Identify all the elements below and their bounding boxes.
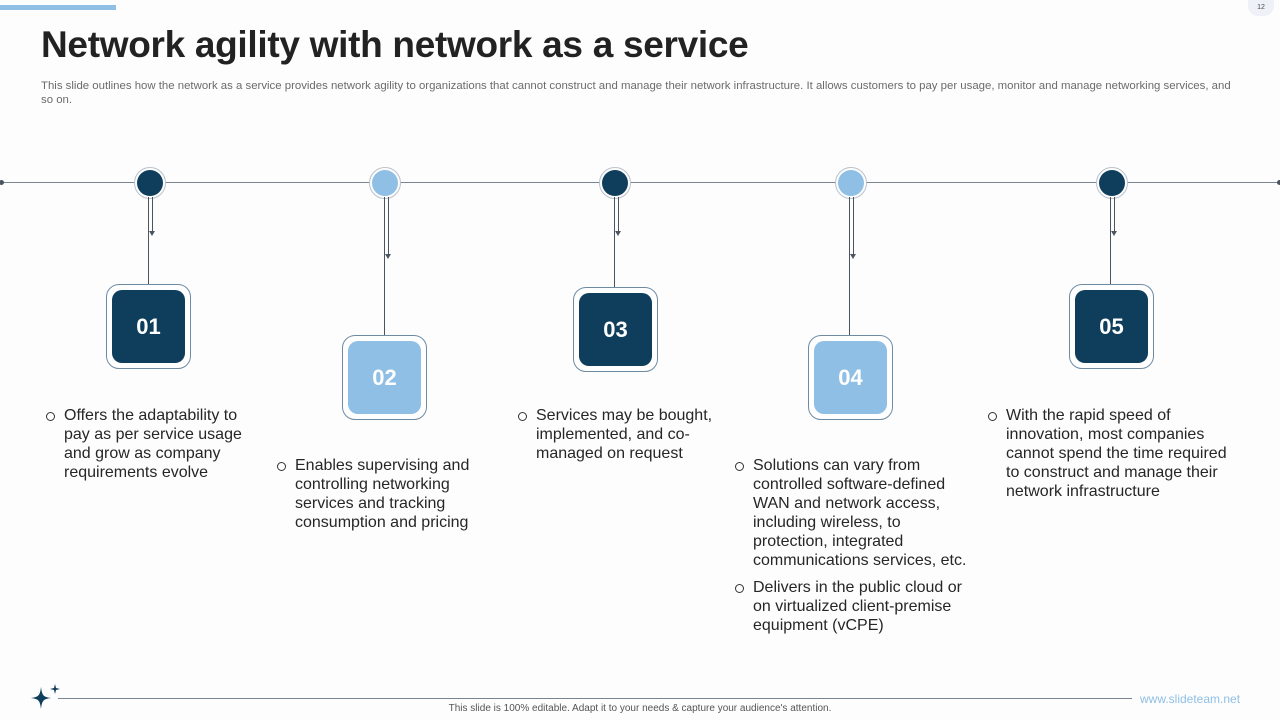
timeline-stem: [148, 197, 149, 284]
step-2-badge: 02: [342, 335, 427, 420]
list-item: Enables supervising and controlling netw…: [276, 456, 491, 532]
step-2-number: 02: [348, 341, 421, 414]
timeline-node-2: [372, 170, 398, 196]
timeline-stem: [1110, 197, 1111, 284]
step-4-number: 04: [814, 341, 887, 414]
step-4-bullets: Solutions can vary from controlled softw…: [734, 456, 974, 643]
step-5-number: 05: [1075, 290, 1148, 363]
step-4-badge: 04: [808, 335, 893, 420]
footer-divider: [58, 698, 1132, 699]
timeline-stem: [849, 197, 850, 335]
list-item: With the rapid speed of innovation, most…: [987, 406, 1237, 501]
footer-note: This slide is 100% editable. Adapt it to…: [448, 703, 832, 714]
timeline-arrow: [1114, 197, 1115, 231]
step-2-bullets: Enables supervising and controlling netw…: [276, 456, 491, 540]
top-accent-bar: [0, 5, 116, 10]
list-item: Solutions can vary from controlled softw…: [734, 456, 974, 570]
step-3-number: 03: [579, 293, 652, 366]
page-number: 12: [1248, 0, 1274, 16]
step-5-bullets: With the rapid speed of innovation, most…: [987, 406, 1237, 509]
step-3-bullets: Services may be bought, implemented, and…: [517, 406, 732, 471]
timeline-node-5: [1099, 170, 1125, 196]
timeline-node-4: [838, 170, 864, 196]
arrow-down-icon: [149, 231, 155, 236]
sparkle-icon: [31, 684, 60, 709]
timeline-stem: [384, 197, 385, 335]
step-5-badge: 05: [1069, 284, 1154, 369]
timeline-start-dot: [0, 180, 4, 185]
timeline-arrow: [152, 197, 153, 231]
timeline-end-dot: [1277, 180, 1280, 185]
timeline-arrow: [618, 197, 619, 231]
arrow-down-icon: [615, 231, 621, 236]
timeline-arrow: [853, 197, 854, 254]
step-1-bullets: Offers the adaptability to pay as per se…: [45, 406, 260, 490]
arrow-down-icon: [1111, 231, 1117, 236]
timeline-stem: [614, 197, 615, 287]
timeline-line: [0, 182, 1280, 183]
list-item: Services may be bought, implemented, and…: [517, 406, 732, 463]
timeline-arrow: [388, 197, 389, 254]
step-1-badge: 01: [106, 284, 191, 369]
step-1-number: 01: [112, 290, 185, 363]
list-item: Offers the adaptability to pay as per se…: [45, 406, 260, 482]
step-3-badge: 03: [573, 287, 658, 372]
slide-subtitle: This slide outlines how the network as a…: [41, 80, 1231, 106]
timeline-node-3: [602, 170, 628, 196]
arrow-down-icon: [385, 254, 391, 259]
footer-url[interactable]: www.slideteam.net: [1140, 692, 1241, 706]
list-item: Delivers in the public cloud or on virtu…: [734, 578, 974, 635]
timeline-node-1: [137, 170, 163, 196]
slide-title: Network agility with network as a servic…: [41, 24, 749, 65]
arrow-down-icon: [850, 254, 856, 259]
